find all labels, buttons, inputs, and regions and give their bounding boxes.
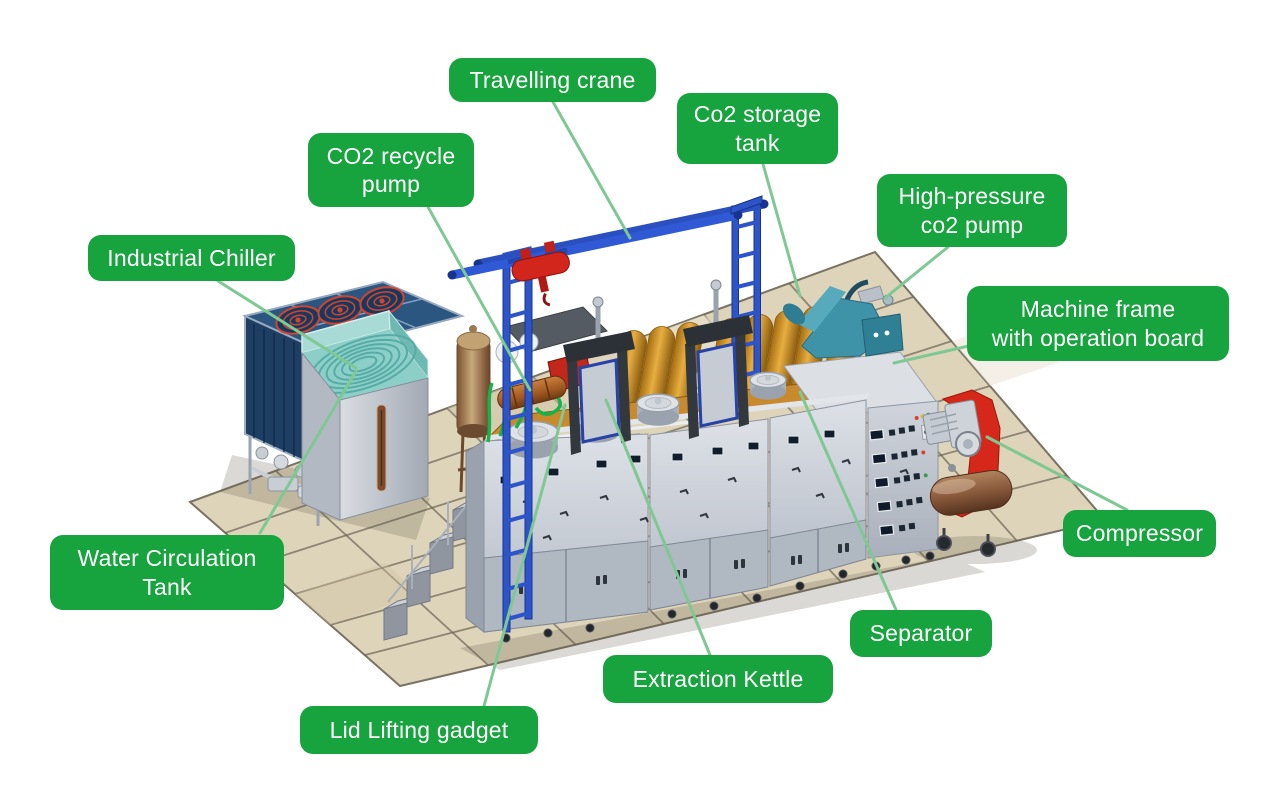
- crane-left-legs: [502, 246, 533, 633]
- lid-lifting-gadget-1: [563, 296, 635, 455]
- callout-line-lid-lifting-gadget: [482, 403, 567, 708]
- callout-line-co2-recycle-pump: [426, 205, 532, 392]
- callout-line-high-pressure-co2-pump: [883, 245, 950, 300]
- crane-beams: [447, 195, 769, 280]
- industrial-chiller-drawing: [241, 280, 466, 526]
- label-machine-frame: Machine frame with operation board: [967, 286, 1229, 361]
- label-text: Lid Lifting gadget: [329, 716, 509, 743]
- label-text: Industrial Chiller: [107, 244, 276, 271]
- label-text: Tank: [142, 573, 192, 600]
- label-text: pump: [361, 171, 421, 197]
- panel-displays: [499, 429, 836, 485]
- connector-lines: [216, 100, 1129, 708]
- machine-left-side: [465, 440, 485, 634]
- control-cabinet-front: [867, 400, 939, 559]
- label-separator: Separator: [850, 610, 992, 657]
- lid-lifting-gadgets-drawing: [563, 279, 753, 455]
- label-compressor: Compressor: [1063, 510, 1216, 557]
- stair-railing: [387, 460, 493, 603]
- label-text: Compressor: [1075, 520, 1204, 547]
- compressor-drawing: [922, 389, 1013, 557]
- label-text: Travelling crane: [469, 66, 636, 93]
- label-extraction-kettle: Extraction Kettle: [603, 655, 833, 703]
- label-text: High-pressure: [898, 183, 1046, 210]
- callout-line-extraction-kettle: [604, 398, 712, 657]
- water-circulation-tank-drawing: [301, 309, 429, 521]
- label-lid-lifting-gadget: Lid Lifting gadget: [300, 706, 538, 754]
- label-text: Extraction Kettle: [632, 665, 804, 692]
- label-high-pressure-co2-pump: High-pressure co2 pump: [877, 174, 1067, 247]
- label-text: Water Circulation: [77, 545, 257, 572]
- label-co2-recycle-pump: CO2 recycle pump: [308, 133, 474, 207]
- label-text: Machine frame: [1020, 296, 1176, 323]
- label-co2-storage-tank: Co2 storage tank: [677, 93, 838, 164]
- lid-lifting-gadget-2: [683, 279, 753, 439]
- operation-board-drawing: [869, 412, 932, 537]
- label-text: CO2 recycle: [326, 142, 456, 169]
- callout-line-industrial-chiller: [216, 279, 358, 370]
- callout-line-co2-storage-tank: [761, 162, 802, 298]
- callout-line-compressor: [985, 435, 1129, 512]
- casters: [501, 551, 935, 643]
- callout-line-travelling-crane: [551, 100, 632, 240]
- label-text: co2 pump: [920, 211, 1024, 238]
- label-water-circulation-tank: Water Circulation Tank: [50, 535, 284, 610]
- travelling-crane-drawing: [447, 195, 769, 633]
- label-text: Co2 storage: [693, 101, 822, 128]
- label-text: with operation board: [991, 324, 1205, 351]
- label-text: Separator: [869, 620, 973, 647]
- callout-line-separator: [798, 390, 899, 614]
- label-industrial-chiller: Industrial Chiller: [88, 235, 295, 281]
- co2-buffer-tank-drawing: [456, 325, 491, 493]
- callout-line-water-circulation-tank: [258, 369, 358, 535]
- label-text: tank: [735, 129, 780, 156]
- label-travelling-crane: Travelling crane: [449, 58, 656, 102]
- callout-line-machine-frame: [892, 343, 975, 365]
- high-pressure-pump-drawing: [782, 279, 904, 359]
- crane-hoist: [511, 240, 570, 307]
